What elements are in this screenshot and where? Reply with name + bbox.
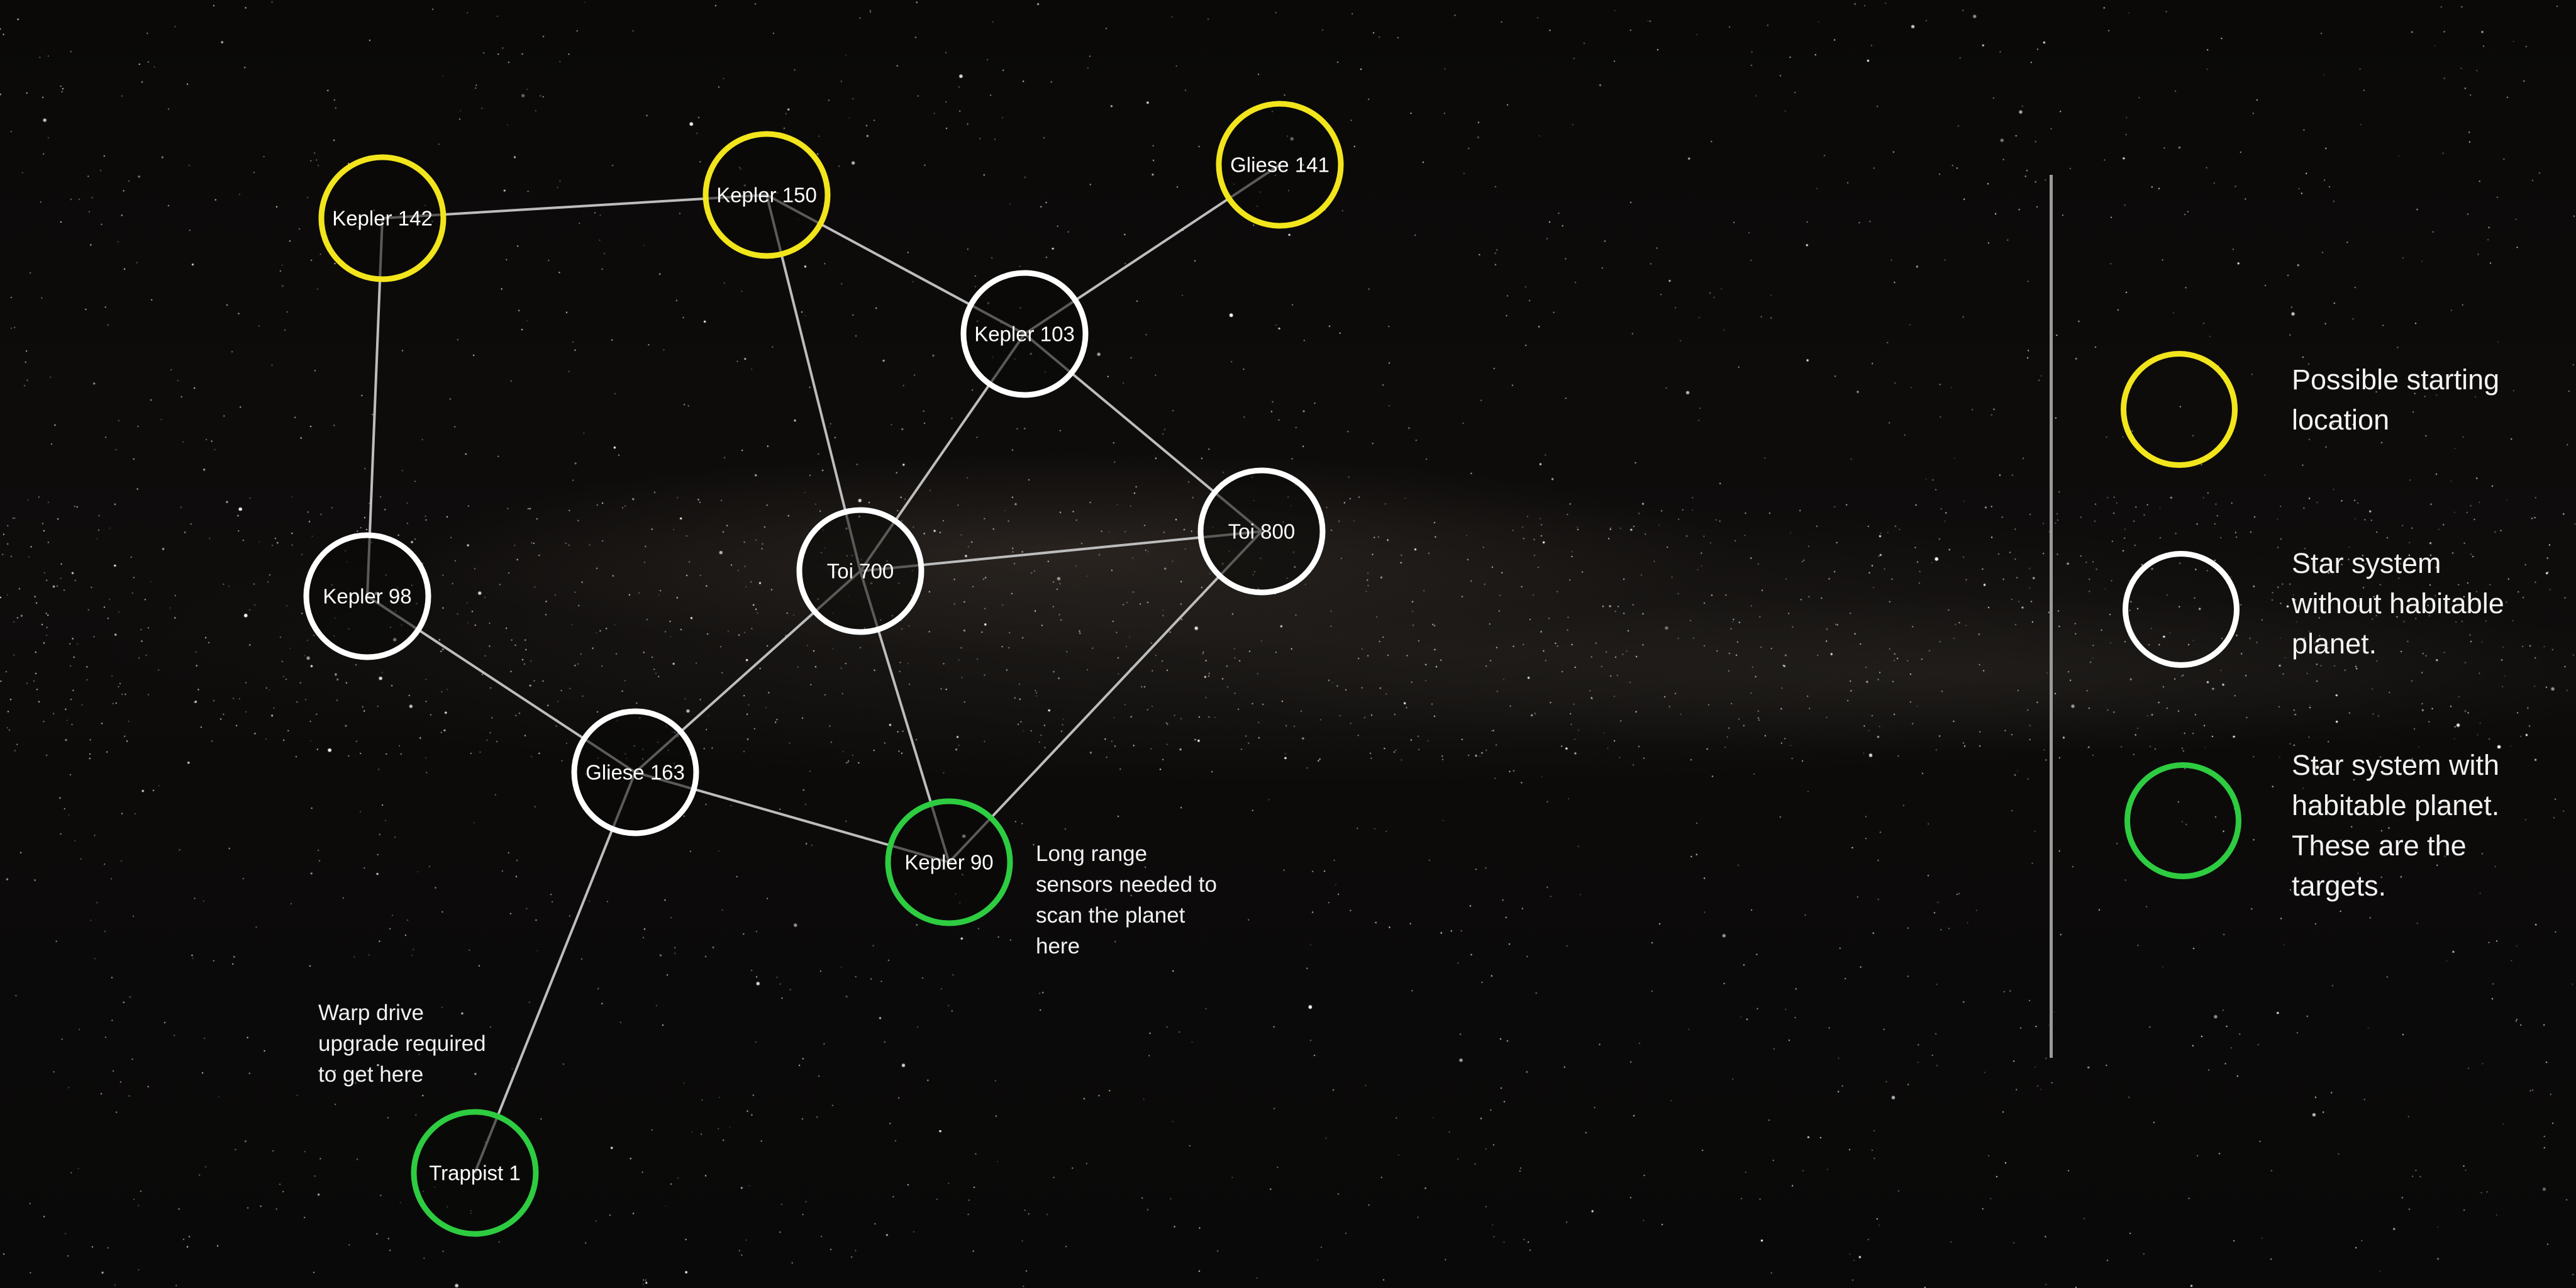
node-toi700-ring — [796, 507, 924, 635]
node-kepler98-ring — [303, 532, 431, 660]
hyperlane-links — [366, 164, 1281, 1174]
legend-habitable-label: Star system with habitable planet. These… — [2292, 749, 2500, 902]
node-toi800-label: Toi 800 — [1228, 520, 1295, 543]
node-toi800[interactable]: Toi 800 — [1197, 467, 1326, 596]
node-kepler98-label: Kepler 98 — [323, 585, 411, 608]
node-gliese141-label: Gliese 141 — [1230, 153, 1330, 177]
node-gliese141-fill — [1219, 104, 1341, 226]
node-kepler103-label: Kepler 103 — [974, 323, 1075, 346]
legend-no-habitable-label: Star system without habitable planet. — [2292, 547, 2504, 660]
node-kepler150[interactable]: Kepler 150 — [702, 131, 831, 259]
link-toi800-kepler90 — [948, 530, 1263, 863]
legend-start-label: Possible starting location — [2292, 364, 2500, 436]
node-gliese163-label: Gliese 163 — [586, 761, 685, 784]
node-trappist1-ring — [411, 1109, 539, 1237]
node-kepler150-label: Kepler 150 — [716, 184, 817, 207]
node-trappist1-label: Trappist 1 — [429, 1162, 521, 1185]
trappist1-annotation: Warp drive upgrade required to get here — [318, 1001, 486, 1087]
node-gliese163[interactable]: Gliese 163 — [571, 708, 699, 836]
node-toi700[interactable]: Toi 700 — [796, 507, 924, 635]
node-kepler103-ring — [960, 270, 1089, 398]
node-kepler142-fill — [321, 157, 443, 279]
node-kepler150-fill — [706, 134, 828, 256]
node-kepler103[interactable]: Kepler 103 — [960, 270, 1089, 398]
node-kepler90-ring — [885, 798, 1013, 926]
node-trappist1-fill — [414, 1112, 536, 1234]
node-gliese141-ring — [1216, 101, 1344, 229]
node-kepler150-ring — [702, 131, 831, 259]
kepler90-annotation: Long range sensors needed to scan the pl… — [1036, 841, 1217, 958]
node-toi700-label: Toi 700 — [827, 560, 894, 583]
legend-divider — [2050, 175, 2053, 1058]
link-kepler150-toi700 — [765, 194, 862, 572]
legend-no-habitable-icon — [2123, 551, 2240, 668]
link-gliese163-trappist1 — [474, 772, 636, 1174]
node-gliese141[interactable]: Gliese 141 — [1216, 101, 1344, 229]
node-kepler103-fill — [963, 273, 1085, 395]
node-trappist1[interactable]: Trappist 1 — [411, 1109, 539, 1237]
node-toi700-fill — [799, 510, 921, 632]
node-kepler90-label: Kepler 90 — [904, 851, 993, 874]
node-gliese163-fill — [574, 711, 696, 833]
node-kepler98[interactable]: Kepler 98 — [303, 532, 431, 660]
node-kepler142-label: Kepler 142 — [332, 207, 433, 230]
node-kepler90-fill — [888, 801, 1010, 923]
node-kepler142[interactable]: Kepler 142 — [318, 154, 447, 282]
node-gliese163-ring — [571, 708, 699, 836]
node-toi800-fill — [1201, 470, 1323, 592]
link-kepler142-kepler150 — [382, 194, 767, 219]
link-toi700-toi800 — [860, 530, 1262, 572]
legend-start-icon — [2121, 351, 2238, 468]
node-toi800-ring — [1197, 467, 1326, 596]
node-kepler142-ring — [318, 154, 447, 282]
legend-habitable-icon — [2124, 762, 2241, 879]
node-kepler90[interactable]: Kepler 90 — [885, 798, 1013, 926]
node-kepler98-fill — [306, 535, 428, 657]
